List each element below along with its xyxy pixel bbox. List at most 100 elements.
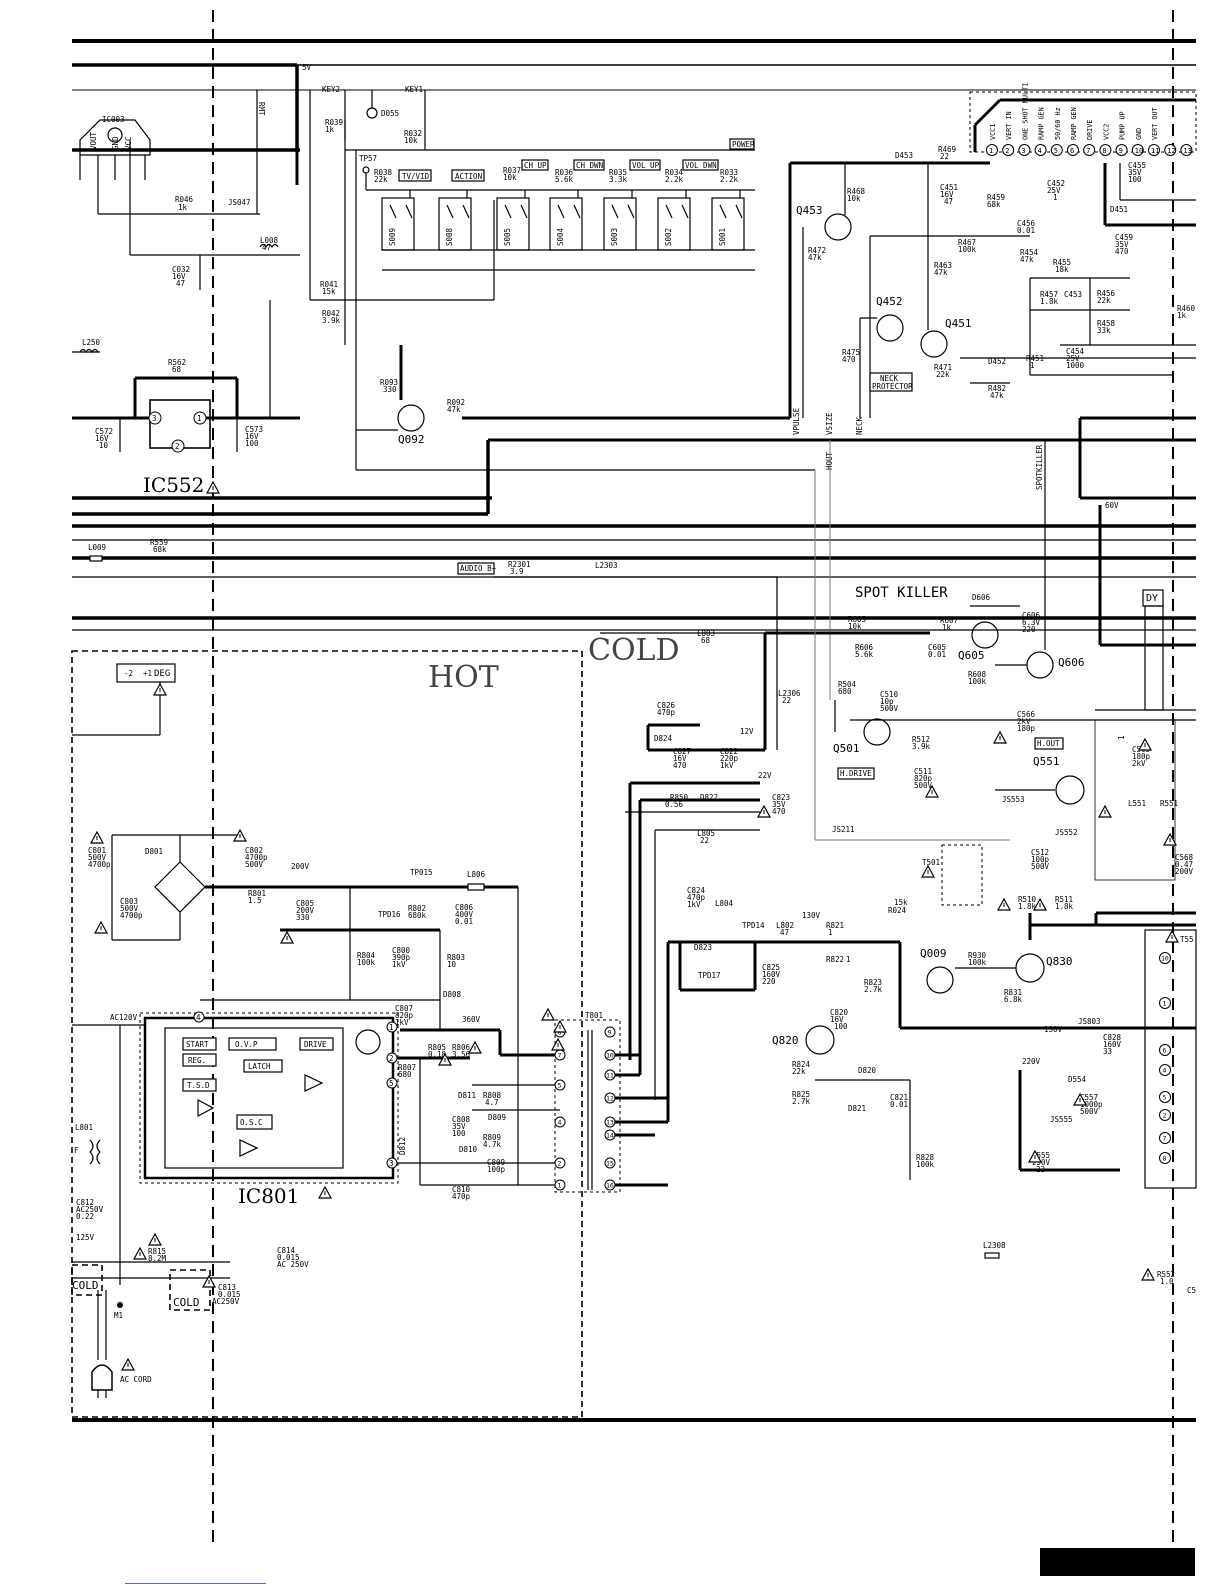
warning-icon xyxy=(1032,897,1048,911)
power-buses: 60V xyxy=(72,63,1196,647)
svg-text:1: 1 xyxy=(1030,361,1035,370)
svg-text:R032: R032 xyxy=(404,129,422,138)
svg-text:0.01: 0.01 xyxy=(928,650,946,659)
svg-text:L801: L801 xyxy=(75,1123,93,1132)
svg-text:R824: R824 xyxy=(792,1060,811,1069)
svg-text:JS047: JS047 xyxy=(228,198,251,207)
warning-icon xyxy=(279,930,295,944)
svg-text:RMT: RMT xyxy=(257,102,266,116)
svg-text:R456: R456 xyxy=(1097,289,1116,298)
t55-pin-4: 4 xyxy=(1159,1064,1171,1076)
svg-text:S001: S001 xyxy=(718,228,727,246)
svg-text:NECK: NECK xyxy=(855,416,864,435)
svg-text:R042: R042 xyxy=(322,309,340,318)
svg-text:180p: 180p xyxy=(1132,752,1151,761)
svg-text:160V: 160V xyxy=(1103,1040,1122,1049)
svg-text:2kV: 2kV xyxy=(1132,759,1146,768)
svg-text:3.9k: 3.9k xyxy=(322,316,341,325)
svg-text:R036: R036 xyxy=(555,168,574,177)
svg-text:180p: 180p xyxy=(1017,724,1036,733)
svg-text:16V: 16V xyxy=(830,1015,844,1024)
svg-text:680: 680 xyxy=(838,687,852,696)
svg-text:10k: 10k xyxy=(848,622,862,631)
svg-text:H.OUT: H.OUT xyxy=(1037,739,1060,748)
svg-text:130V: 130V xyxy=(1044,1025,1063,1034)
svg-text:R825: R825 xyxy=(792,1090,810,1099)
svg-text:Q009: Q009 xyxy=(920,947,947,960)
svg-text:NECK: NECK xyxy=(880,374,899,383)
warning-icon xyxy=(93,920,109,934)
svg-text:2.7k: 2.7k xyxy=(864,985,883,994)
svg-text:330: 330 xyxy=(296,913,310,922)
svg-text:M1: M1 xyxy=(114,1311,123,1320)
svg-text:R510: R510 xyxy=(1018,895,1037,904)
svg-text:C824: C824 xyxy=(687,886,706,895)
svg-text:2kV: 2kV xyxy=(1017,717,1031,726)
t801-pin-7: 7 xyxy=(554,1049,566,1061)
svg-text:JS555: JS555 xyxy=(1050,1115,1073,1124)
svg-text:C826: C826 xyxy=(657,701,676,710)
svg-text:C557: C557 xyxy=(1080,1093,1098,1102)
svg-text:KEY1: KEY1 xyxy=(405,85,423,94)
svg-text:C814: C814 xyxy=(277,1246,296,1255)
svg-text:160V: 160V xyxy=(762,970,781,979)
svg-text:125V: 125V xyxy=(76,1233,95,1242)
svg-text:5: 5 xyxy=(1163,1094,1167,1102)
svg-text:D812: D812 xyxy=(398,1137,407,1155)
svg-text:R809: R809 xyxy=(483,1133,501,1142)
label-ch-dwn xyxy=(573,159,605,171)
svg-text:R607: R607 xyxy=(940,616,958,625)
svg-text:VOL DWN: VOL DWN xyxy=(685,161,717,170)
svg-text:0.56: 0.56 xyxy=(665,800,684,809)
svg-text:470: 470 xyxy=(842,355,856,364)
svg-text:R802: R802 xyxy=(408,904,426,913)
t801-pin-16: 16 xyxy=(604,1179,616,1191)
svg-text:68: 68 xyxy=(701,636,711,645)
svg-text:100: 100 xyxy=(245,439,259,448)
svg-text:D824: D824 xyxy=(654,734,673,743)
svg-text:7: 7 xyxy=(1163,1135,1167,1143)
t55-pin-6: 6 xyxy=(1159,1044,1171,1056)
svg-text:4: 4 xyxy=(196,1013,201,1022)
svg-text:3.9k: 3.9k xyxy=(912,742,931,751)
warning-icon xyxy=(552,1019,568,1033)
svg-text:15: 15 xyxy=(606,1160,614,1168)
svg-text:C808: C808 xyxy=(452,1115,471,1124)
svg-text:3: 3 xyxy=(389,1159,394,1168)
svg-text:Q501: Q501 xyxy=(833,742,860,755)
warning-triangles xyxy=(89,480,1180,1371)
svg-text:Q606: Q606 xyxy=(1058,656,1085,669)
svg-text:R2301: R2301 xyxy=(508,560,531,569)
svg-text:6.3V: 6.3V xyxy=(1022,618,1041,627)
svg-text:R828: R828 xyxy=(916,1153,935,1162)
svg-text:PROTECTOR: PROTECTOR xyxy=(872,382,913,391)
t55-pin-8: 8 xyxy=(1159,1152,1171,1164)
svg-text:TPD14: TPD14 xyxy=(742,921,765,930)
svg-text:50/60 Hz: 50/60 Hz xyxy=(1054,107,1062,140)
svg-text:DRIVE: DRIVE xyxy=(1086,120,1094,140)
svg-text:R469: R469 xyxy=(938,145,956,154)
warning-icon xyxy=(1072,1092,1088,1106)
svg-text:500V: 500V xyxy=(1031,862,1050,871)
svg-text:D808: D808 xyxy=(443,990,462,999)
t55-pin-7: 7 xyxy=(1159,1132,1171,1144)
svg-text:0.01: 0.01 xyxy=(455,917,473,926)
svg-text:22: 22 xyxy=(700,836,709,845)
svg-text:R504: R504 xyxy=(838,680,857,689)
svg-text:15k: 15k xyxy=(322,287,336,296)
svg-text:0.47: 0.47 xyxy=(1175,860,1193,869)
svg-text:D606: D606 xyxy=(972,593,991,602)
svg-text:22k: 22k xyxy=(374,175,388,184)
svg-text:1.8k: 1.8k xyxy=(1040,297,1059,306)
svg-text:GND: GND xyxy=(1135,128,1143,140)
svg-text:5V: 5V xyxy=(302,63,312,72)
svg-text:16V: 16V xyxy=(172,272,186,281)
svg-text:1.0: 1.0 xyxy=(1160,1277,1174,1286)
warning-icon xyxy=(132,1246,148,1260)
